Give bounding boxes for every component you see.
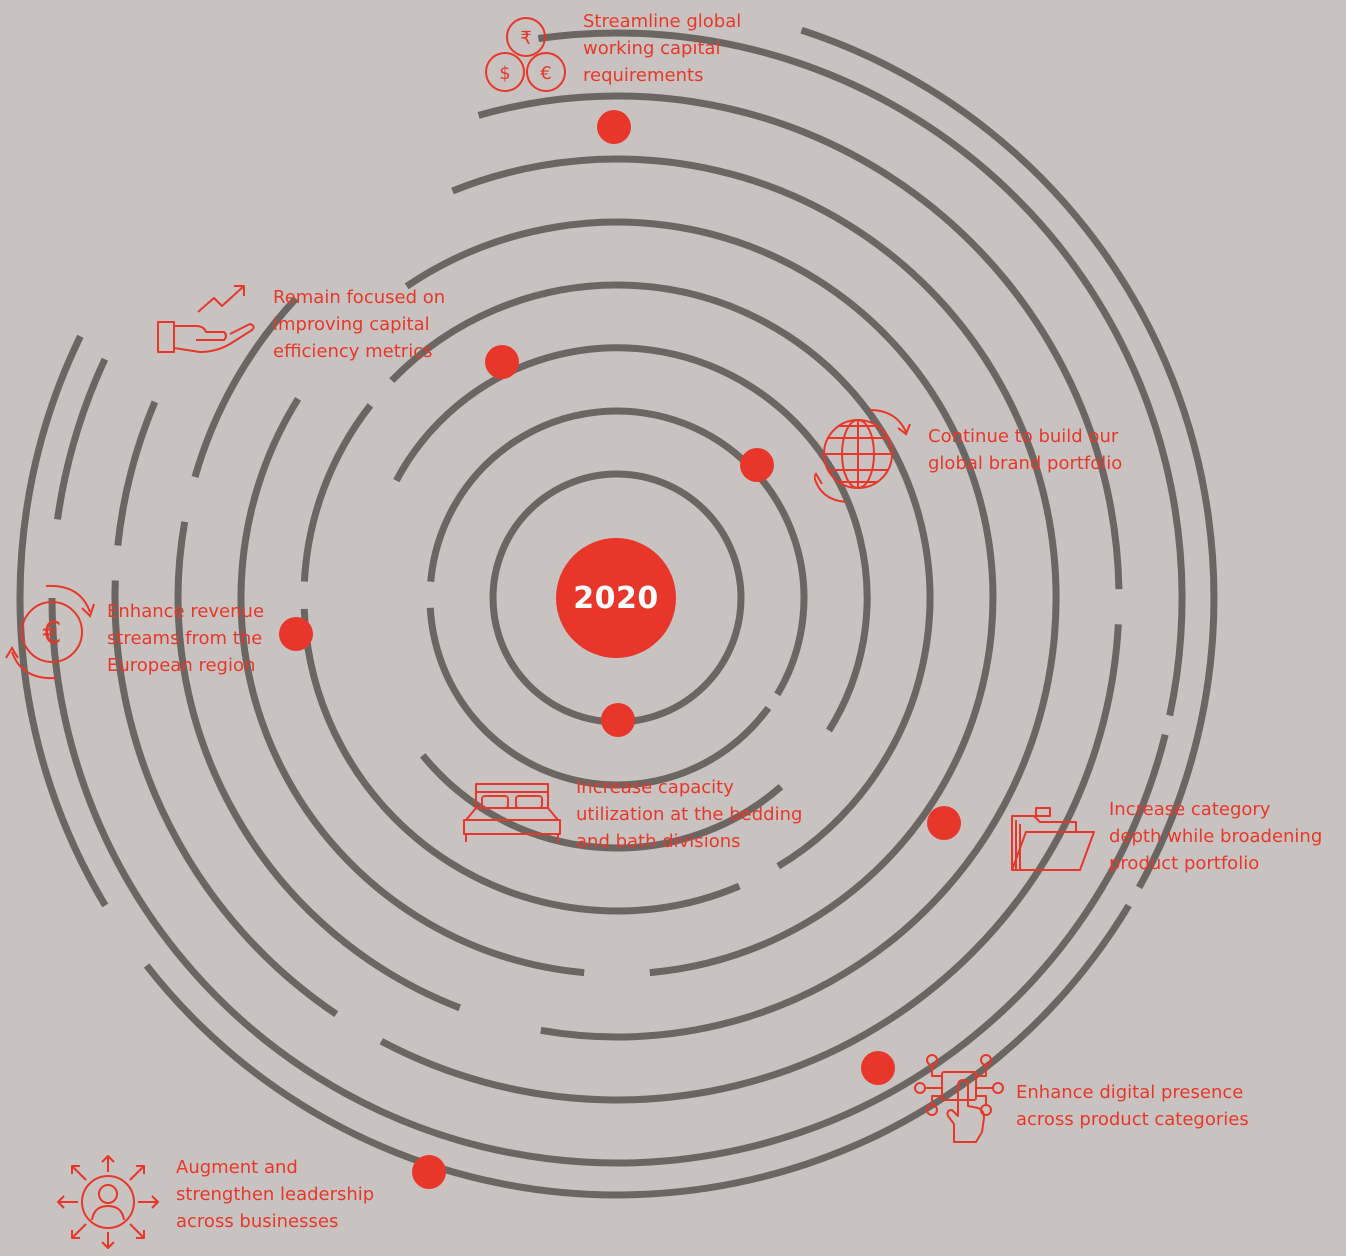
ring-arc bbox=[537, 29, 1186, 717]
ring-arc bbox=[426, 607, 772, 789]
digital-touch-icon bbox=[912, 1052, 1008, 1152]
ring-arc bbox=[191, 296, 299, 478]
ring-arc bbox=[111, 580, 339, 1018]
milestone-dot bbox=[861, 1051, 895, 1085]
ring-arc bbox=[114, 400, 159, 546]
milestone-dot bbox=[740, 448, 774, 482]
leadership-person-icon bbox=[54, 1152, 162, 1256]
euro-refresh-icon: € bbox=[4, 582, 100, 686]
milestone-dot bbox=[597, 110, 631, 144]
ring-arc bbox=[300, 608, 741, 915]
milestone-dot bbox=[412, 1155, 446, 1189]
ring-arc bbox=[427, 407, 808, 697]
svg-text:€: € bbox=[540, 63, 551, 84]
svg-text:$: $ bbox=[499, 63, 510, 84]
ring-arc bbox=[237, 396, 585, 977]
ring-arc bbox=[379, 624, 1122, 1104]
globe-refresh-icon bbox=[809, 404, 914, 512]
ring-arc bbox=[800, 26, 1218, 890]
ring-arc bbox=[143, 903, 1132, 1199]
ring-arc bbox=[300, 403, 374, 582]
currency-coins-icon: ₹ $ € bbox=[484, 16, 570, 100]
ring-arc bbox=[419, 753, 784, 852]
milestone-dot bbox=[601, 703, 635, 737]
milestone-dot bbox=[927, 806, 961, 840]
year-badge: 2020 bbox=[556, 538, 676, 658]
svg-text:€: € bbox=[42, 616, 61, 651]
ring-arc bbox=[16, 334, 109, 908]
ring-arc bbox=[393, 344, 871, 733]
ring-arc bbox=[477, 92, 1123, 590]
milestone-dot bbox=[485, 345, 519, 379]
ring-arc bbox=[451, 155, 1060, 1041]
folders-icon bbox=[1006, 806, 1102, 880]
bed-icon bbox=[462, 780, 562, 848]
milestone-dot bbox=[279, 617, 313, 651]
ring-arc bbox=[48, 597, 1169, 1167]
ring-arc bbox=[404, 218, 997, 977]
svg-text:₹: ₹ bbox=[520, 28, 531, 49]
ring-arc bbox=[389, 281, 934, 870]
ring-arc bbox=[174, 521, 461, 1012]
ring-arc bbox=[54, 357, 109, 520]
hand-growth-chart-icon bbox=[156, 280, 256, 364]
